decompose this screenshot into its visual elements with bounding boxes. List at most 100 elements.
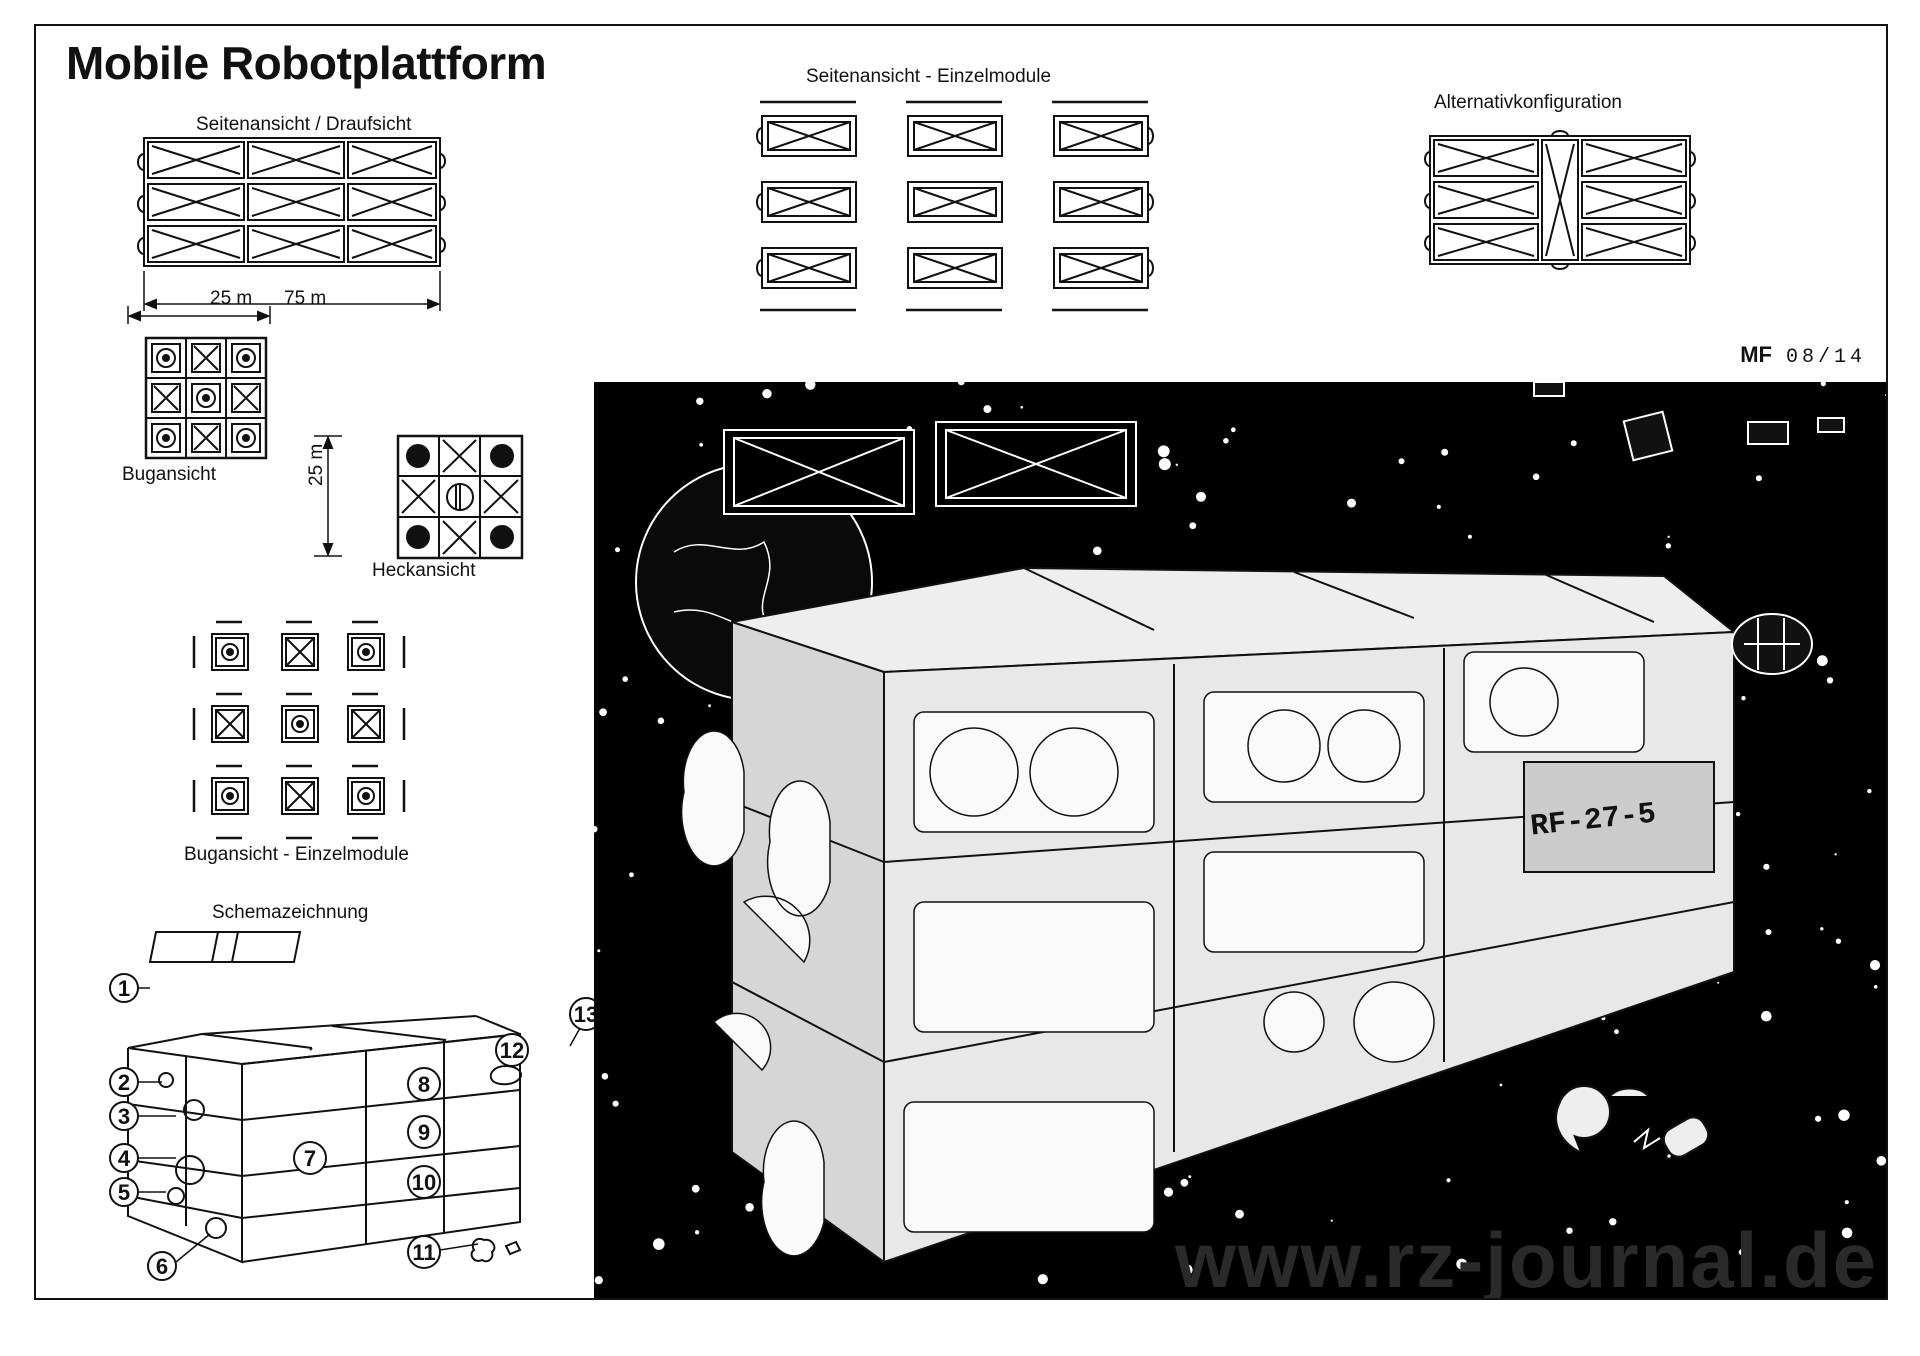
star bbox=[1820, 382, 1826, 387]
star bbox=[594, 825, 598, 833]
star bbox=[1157, 445, 1170, 458]
star bbox=[1189, 522, 1197, 530]
star bbox=[1815, 1115, 1822, 1122]
height-dimension: 25 m bbox=[306, 443, 327, 486]
schema-drawing: 1 2 3 4 5 6 7 8 9 10 11 12 13 bbox=[109, 931, 603, 1281]
star bbox=[597, 949, 601, 953]
star bbox=[1667, 535, 1670, 538]
star bbox=[1180, 1178, 1189, 1187]
label-stern-view: Heckansicht bbox=[372, 560, 476, 581]
star bbox=[1820, 927, 1824, 931]
star bbox=[1765, 929, 1772, 936]
star bbox=[599, 708, 607, 717]
star bbox=[1175, 463, 1178, 466]
repair-robot bbox=[1555, 1085, 1710, 1158]
star bbox=[1873, 985, 1878, 989]
star bbox=[1869, 960, 1881, 971]
star bbox=[594, 1276, 603, 1285]
side-top-view bbox=[137, 137, 446, 311]
star bbox=[762, 389, 772, 399]
schema-label-9: 9 bbox=[418, 1120, 430, 1145]
star bbox=[1885, 393, 1886, 397]
star bbox=[691, 1184, 700, 1193]
star bbox=[694, 1230, 700, 1235]
star bbox=[1826, 677, 1834, 684]
star bbox=[696, 397, 704, 405]
star bbox=[1158, 458, 1171, 471]
star bbox=[1614, 1029, 1619, 1035]
star bbox=[708, 704, 711, 708]
bow-view bbox=[127, 306, 271, 460]
star bbox=[1467, 534, 1472, 539]
star bbox=[1667, 1154, 1671, 1158]
schema-label-5: 5 bbox=[118, 1180, 130, 1205]
star bbox=[1717, 981, 1720, 984]
star bbox=[1738, 1249, 1745, 1256]
star bbox=[622, 676, 628, 682]
star bbox=[745, 1203, 754, 1212]
star bbox=[805, 382, 816, 390]
schema-label-10: 10 bbox=[412, 1170, 436, 1195]
star bbox=[1532, 473, 1540, 481]
star bbox=[1436, 504, 1441, 509]
star bbox=[612, 1100, 619, 1107]
star bbox=[1609, 1218, 1617, 1226]
star bbox=[1235, 1209, 1244, 1219]
star bbox=[1446, 1178, 1451, 1183]
page-title: Mobile Robotplattform bbox=[66, 37, 547, 89]
star bbox=[1835, 938, 1842, 944]
star bbox=[1347, 498, 1356, 508]
star bbox=[699, 442, 704, 447]
label-schema: Schemazeichnung bbox=[212, 902, 369, 923]
schema-label-6: 6 bbox=[156, 1254, 168, 1279]
label-side-modules: Seitenansicht - Einzelmodule bbox=[806, 66, 1052, 87]
star bbox=[1037, 1274, 1048, 1285]
star bbox=[1570, 440, 1577, 447]
watermark: www.rz-journal.de bbox=[1175, 1216, 1878, 1300]
label-bow-modules: Bugansicht - Einzelmodule bbox=[184, 844, 409, 865]
label-side-top-view: Seitenansicht / Draufsicht bbox=[196, 114, 412, 135]
star bbox=[1566, 1227, 1573, 1234]
star bbox=[1844, 1200, 1849, 1205]
label-alt-config: Alternativkonfiguration bbox=[1434, 92, 1622, 113]
schema-label-3: 3 bbox=[118, 1104, 130, 1129]
schema-label-11: 11 bbox=[412, 1240, 435, 1265]
star bbox=[1398, 458, 1405, 465]
signature-logo: MF bbox=[1740, 342, 1772, 367]
schema-label-1: 1 bbox=[118, 976, 130, 1001]
signature-date: 08/14 bbox=[1785, 346, 1866, 369]
star bbox=[1188, 1175, 1192, 1179]
space-illustration: RF-27-5 www.rz-journal.de bbox=[594, 382, 1886, 1300]
star bbox=[1499, 1083, 1503, 1087]
star bbox=[1441, 448, 1449, 456]
star bbox=[1223, 438, 1229, 444]
star bbox=[1741, 696, 1746, 701]
schema-label-2: 2 bbox=[118, 1070, 130, 1095]
schema-label-4: 4 bbox=[118, 1146, 131, 1171]
star bbox=[653, 1238, 665, 1250]
star bbox=[1181, 1264, 1193, 1276]
star bbox=[657, 717, 665, 725]
star bbox=[1163, 1187, 1174, 1197]
label-bow-view: Bugansicht bbox=[122, 464, 217, 485]
star bbox=[1755, 475, 1762, 482]
star bbox=[1867, 788, 1872, 794]
bow-modules-view bbox=[192, 620, 406, 840]
star bbox=[629, 872, 634, 878]
star bbox=[1456, 1258, 1468, 1270]
star bbox=[983, 405, 992, 414]
stern-view bbox=[314, 434, 524, 560]
star bbox=[958, 382, 965, 386]
schema-label-7: 7 bbox=[304, 1146, 316, 1171]
star bbox=[1230, 427, 1236, 433]
star bbox=[1735, 811, 1741, 817]
star bbox=[1330, 1219, 1333, 1222]
schema-label-8: 8 bbox=[418, 1072, 430, 1097]
star bbox=[1665, 543, 1672, 549]
star bbox=[1093, 546, 1102, 556]
star bbox=[615, 547, 620, 553]
star bbox=[1841, 1227, 1853, 1239]
signature: MF 08/14 bbox=[1740, 342, 1866, 369]
star bbox=[1816, 655, 1828, 667]
star bbox=[1838, 1109, 1850, 1121]
